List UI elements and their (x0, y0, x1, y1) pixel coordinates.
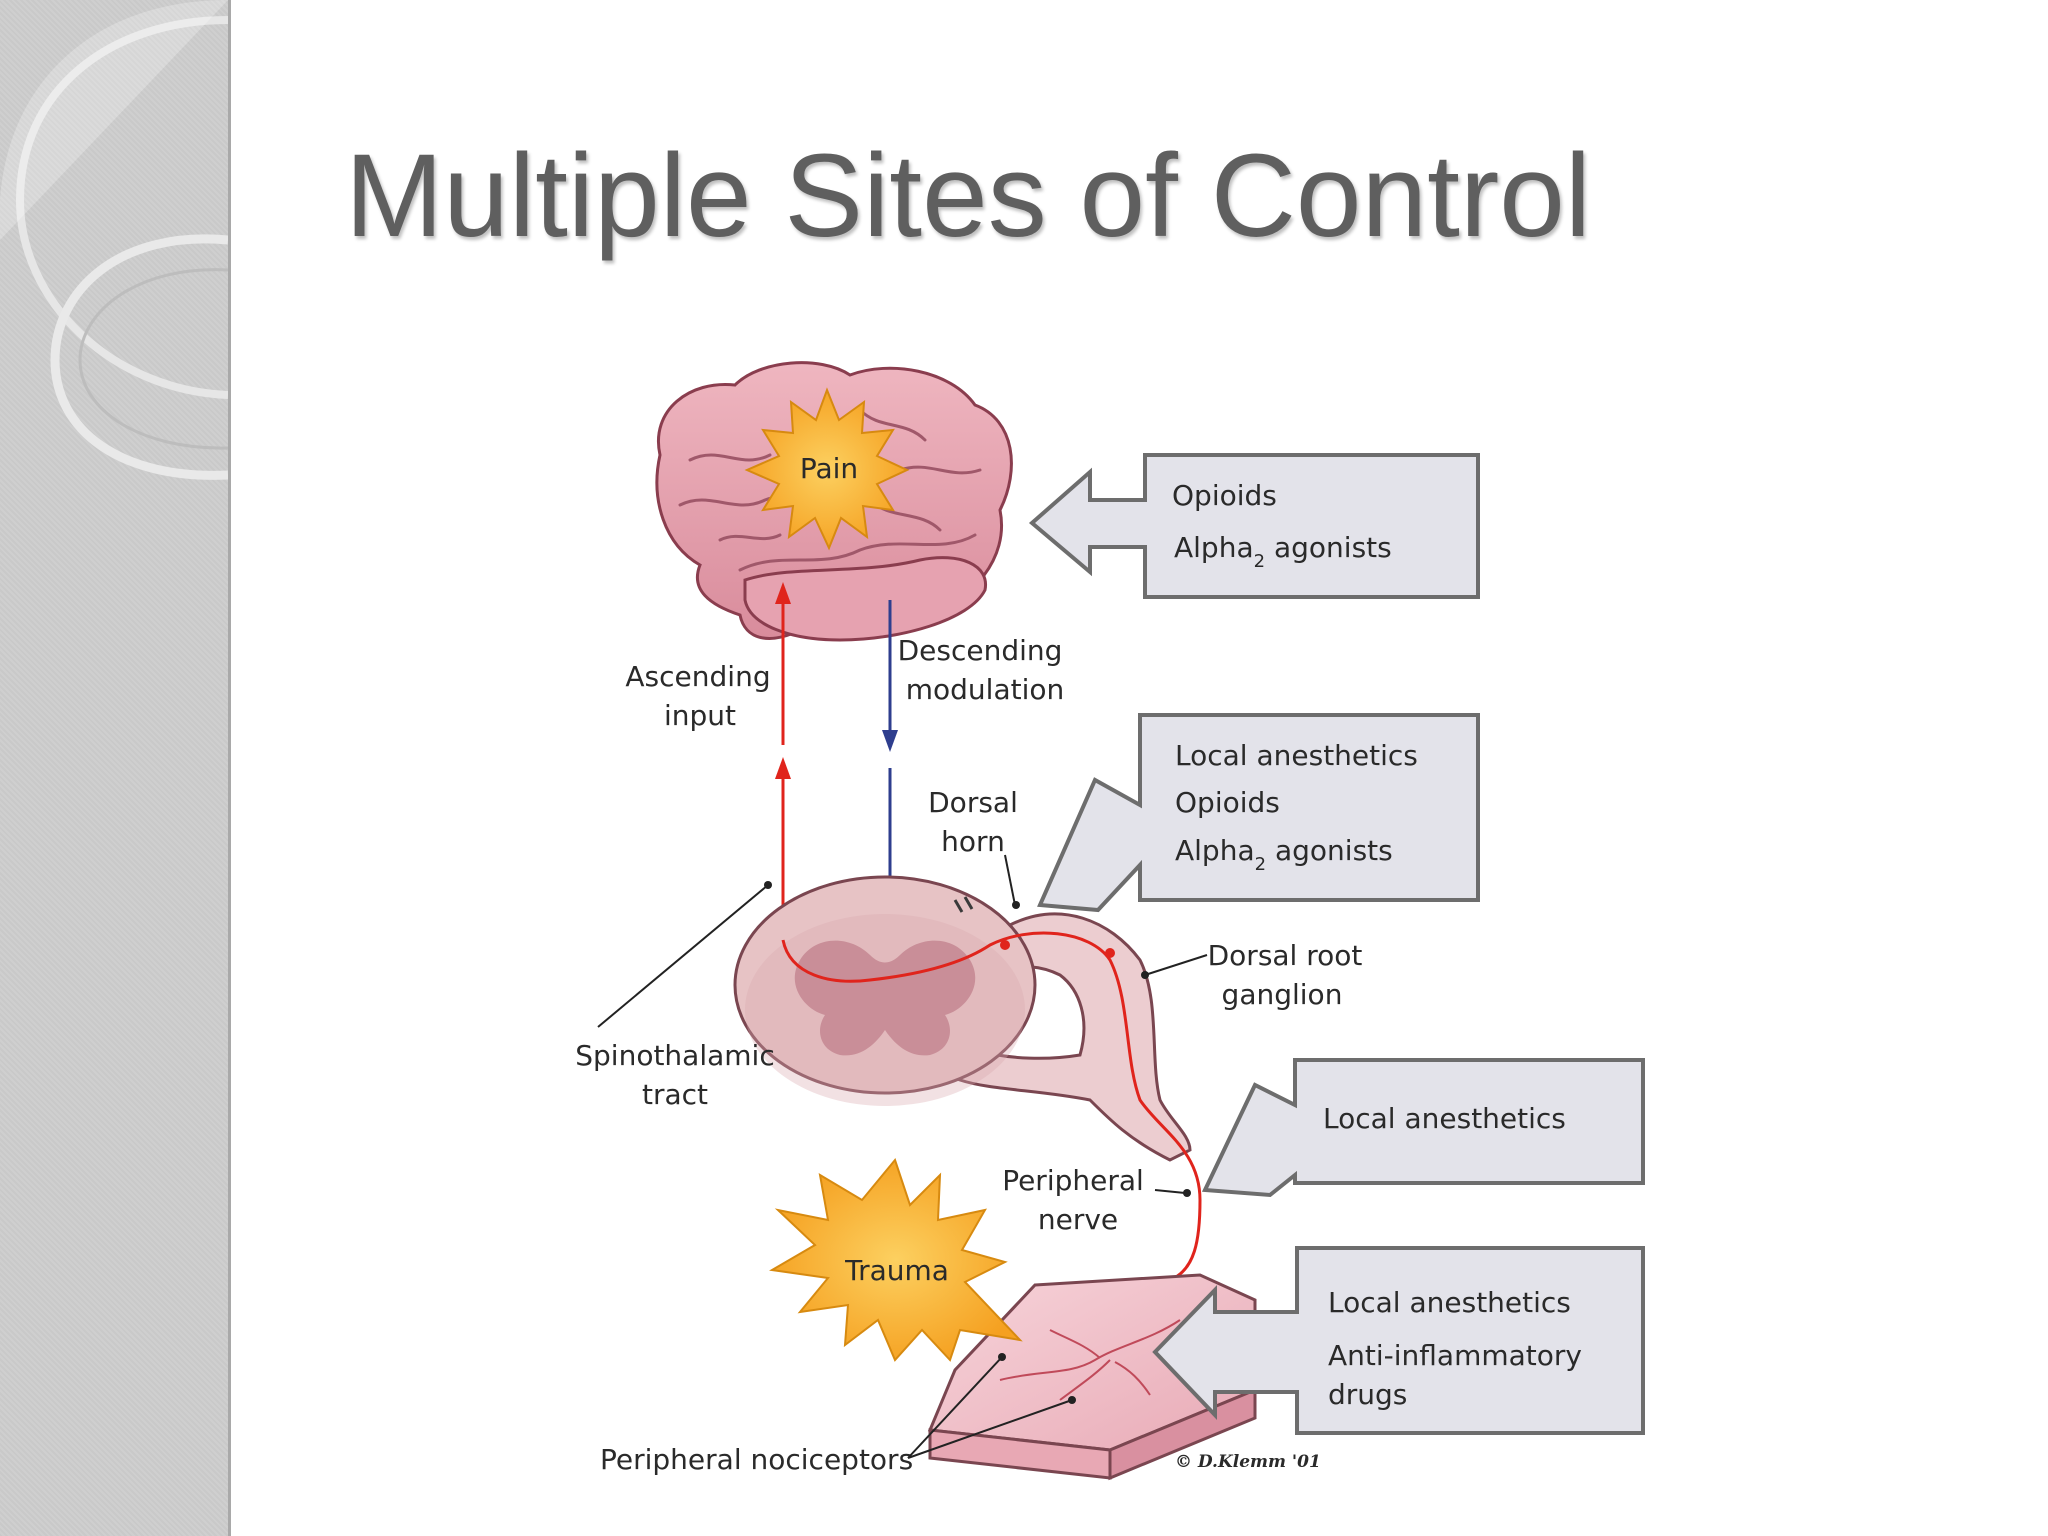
drg-label-2: ganglion (1222, 978, 1343, 1011)
nociceptor-dot-1 (998, 1353, 1006, 1361)
decorative-side-panel (0, 0, 231, 1536)
spinal-drug-box: Local anesthetics Opioids Alpha2 agonist… (1037, 713, 1480, 913)
spinothalamic-label-1: Spinothalamic (575, 1039, 774, 1072)
descending-label-1: Descending (898, 634, 1063, 667)
trauma-burst-icon: Trauma (769, 1157, 1023, 1362)
peripheral-nerve-label-2: nerve (1038, 1203, 1118, 1236)
pain-label: Pain (800, 452, 858, 485)
drg-leader (1144, 954, 1208, 976)
spinal-box-alpha2: Alpha2 agonists (1175, 834, 1393, 875)
tissue-box-drugs: drugs (1328, 1378, 1407, 1411)
tissue-block-illustration (927, 1273, 1257, 1481)
ganglion-cell-dot (1105, 948, 1115, 958)
nociceptors-label: Peripheral nociceptors (600, 1443, 913, 1476)
dorsal-horn-leader-dot (1012, 901, 1020, 909)
drg-leader-dot (1141, 971, 1149, 979)
dorsal-horn-label-2: horn (941, 825, 1005, 858)
brain-box-alpha2: Alpha2 agonists (1174, 531, 1392, 572)
illustrator-credit: © D.Klemm '01 (1175, 1452, 1321, 1472)
spinal-cord-illustration (733, 875, 1192, 1162)
spinothalamic-leader-dot (764, 881, 772, 889)
ascending-label-1: Ascending (625, 660, 770, 693)
dorsal-horn-label-1: Dorsal (928, 786, 1018, 819)
nociceptor-dot-2 (1068, 1396, 1076, 1404)
descending-label-2: modulation (906, 673, 1065, 706)
peripheral-nerve-leader (1154, 1189, 1186, 1194)
spinal-box-opioids: Opioids (1175, 786, 1280, 819)
peripheral-nerve-label-1: Peripheral (1002, 1164, 1144, 1197)
trauma-label: Trauma (844, 1254, 949, 1287)
synapse-dot (1000, 940, 1010, 950)
dorsal-horn-leader (1004, 854, 1016, 906)
pain-burst-icon: Pain (744, 387, 910, 551)
tissue-drug-box: Local anesthetics Anti-inflammatory drug… (1152, 1246, 1645, 1435)
brain-drug-box: Opioids Alpha2 agonists (1028, 453, 1480, 599)
drg-label-1: Dorsal root (1208, 939, 1363, 972)
spinothalamic-label-2: tract (642, 1078, 708, 1111)
brain-box-opioids: Opioids (1172, 479, 1277, 512)
descending-pathway (882, 600, 898, 917)
ascending-label-2: input (664, 699, 736, 732)
nerve-drug-box: Local anesthetics (1201, 1058, 1645, 1198)
nerve-box-local-anesthetics: Local anesthetics (1323, 1102, 1566, 1135)
slide-title: Multiple Sites of Control (345, 130, 1592, 262)
decorative-circles (0, 0, 228, 480)
tissue-box-local-anesthetics: Local anesthetics (1328, 1286, 1571, 1319)
tissue-box-anti-inflammatory: Anti-inflammatory (1328, 1339, 1582, 1372)
spinothalamic-leader (597, 884, 769, 1028)
peripheral-nerve-leader-dot (1183, 1189, 1191, 1197)
nociceptors-leaders (907, 1356, 1073, 1459)
spinal-box-local-anesthetics: Local anesthetics (1175, 739, 1418, 772)
